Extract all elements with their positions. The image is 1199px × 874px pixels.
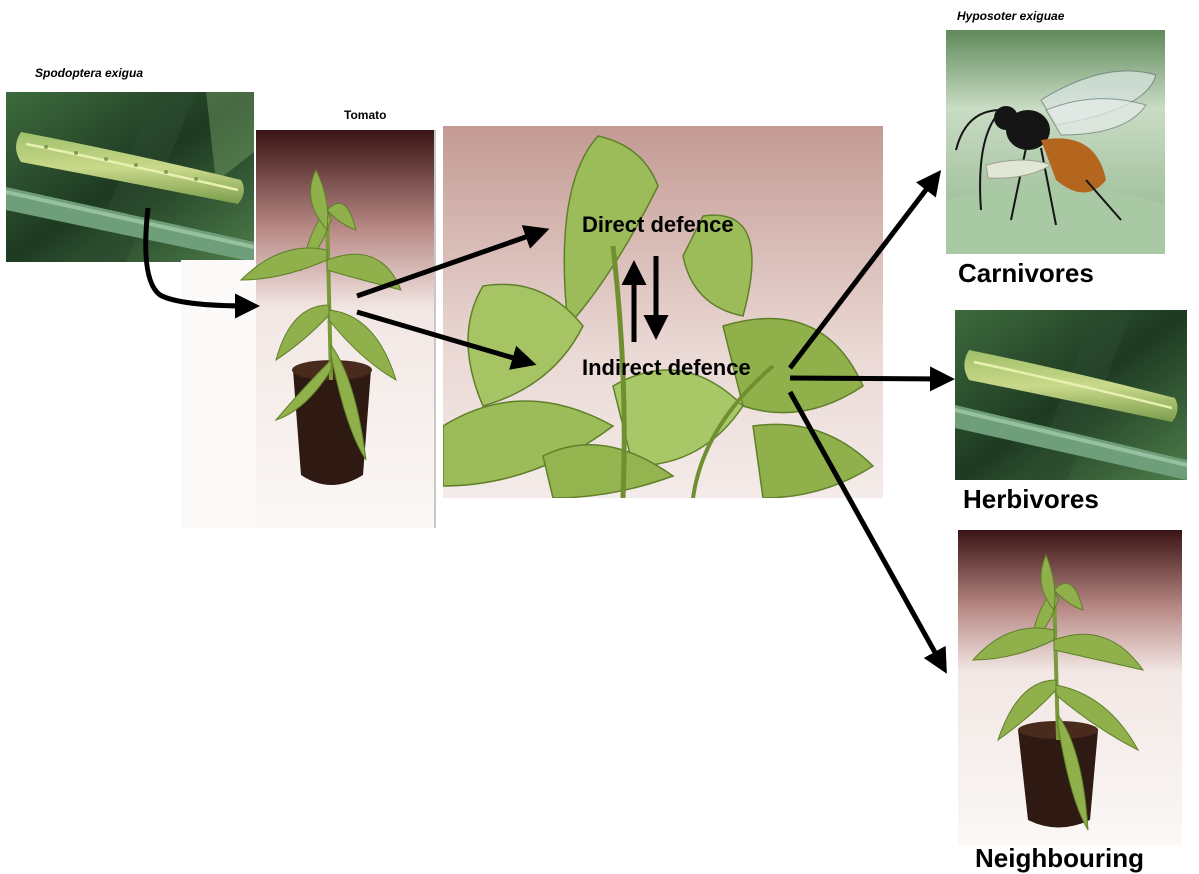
herbivores-label: Herbivores: [963, 484, 1099, 515]
direct-defence-label: Direct defence: [582, 212, 734, 238]
leaf-closeup-photo: [443, 126, 883, 498]
neighbouring-plant-photo: [958, 530, 1182, 845]
carnivores-label: Carnivores: [958, 258, 1094, 289]
spodoptera-caption: Spodoptera exigua: [35, 66, 143, 80]
tomato-photo: [181, 130, 436, 528]
herbivore-photo: [955, 310, 1187, 480]
indirect-defence-label: Indirect defence: [582, 355, 751, 381]
tomato-caption: Tomato: [344, 108, 386, 122]
neighbouring-label: Neighbouring: [975, 843, 1144, 874]
hyposoter-caption: Hyposoter exiguae: [957, 9, 1064, 23]
wasp-photo: [946, 30, 1165, 254]
